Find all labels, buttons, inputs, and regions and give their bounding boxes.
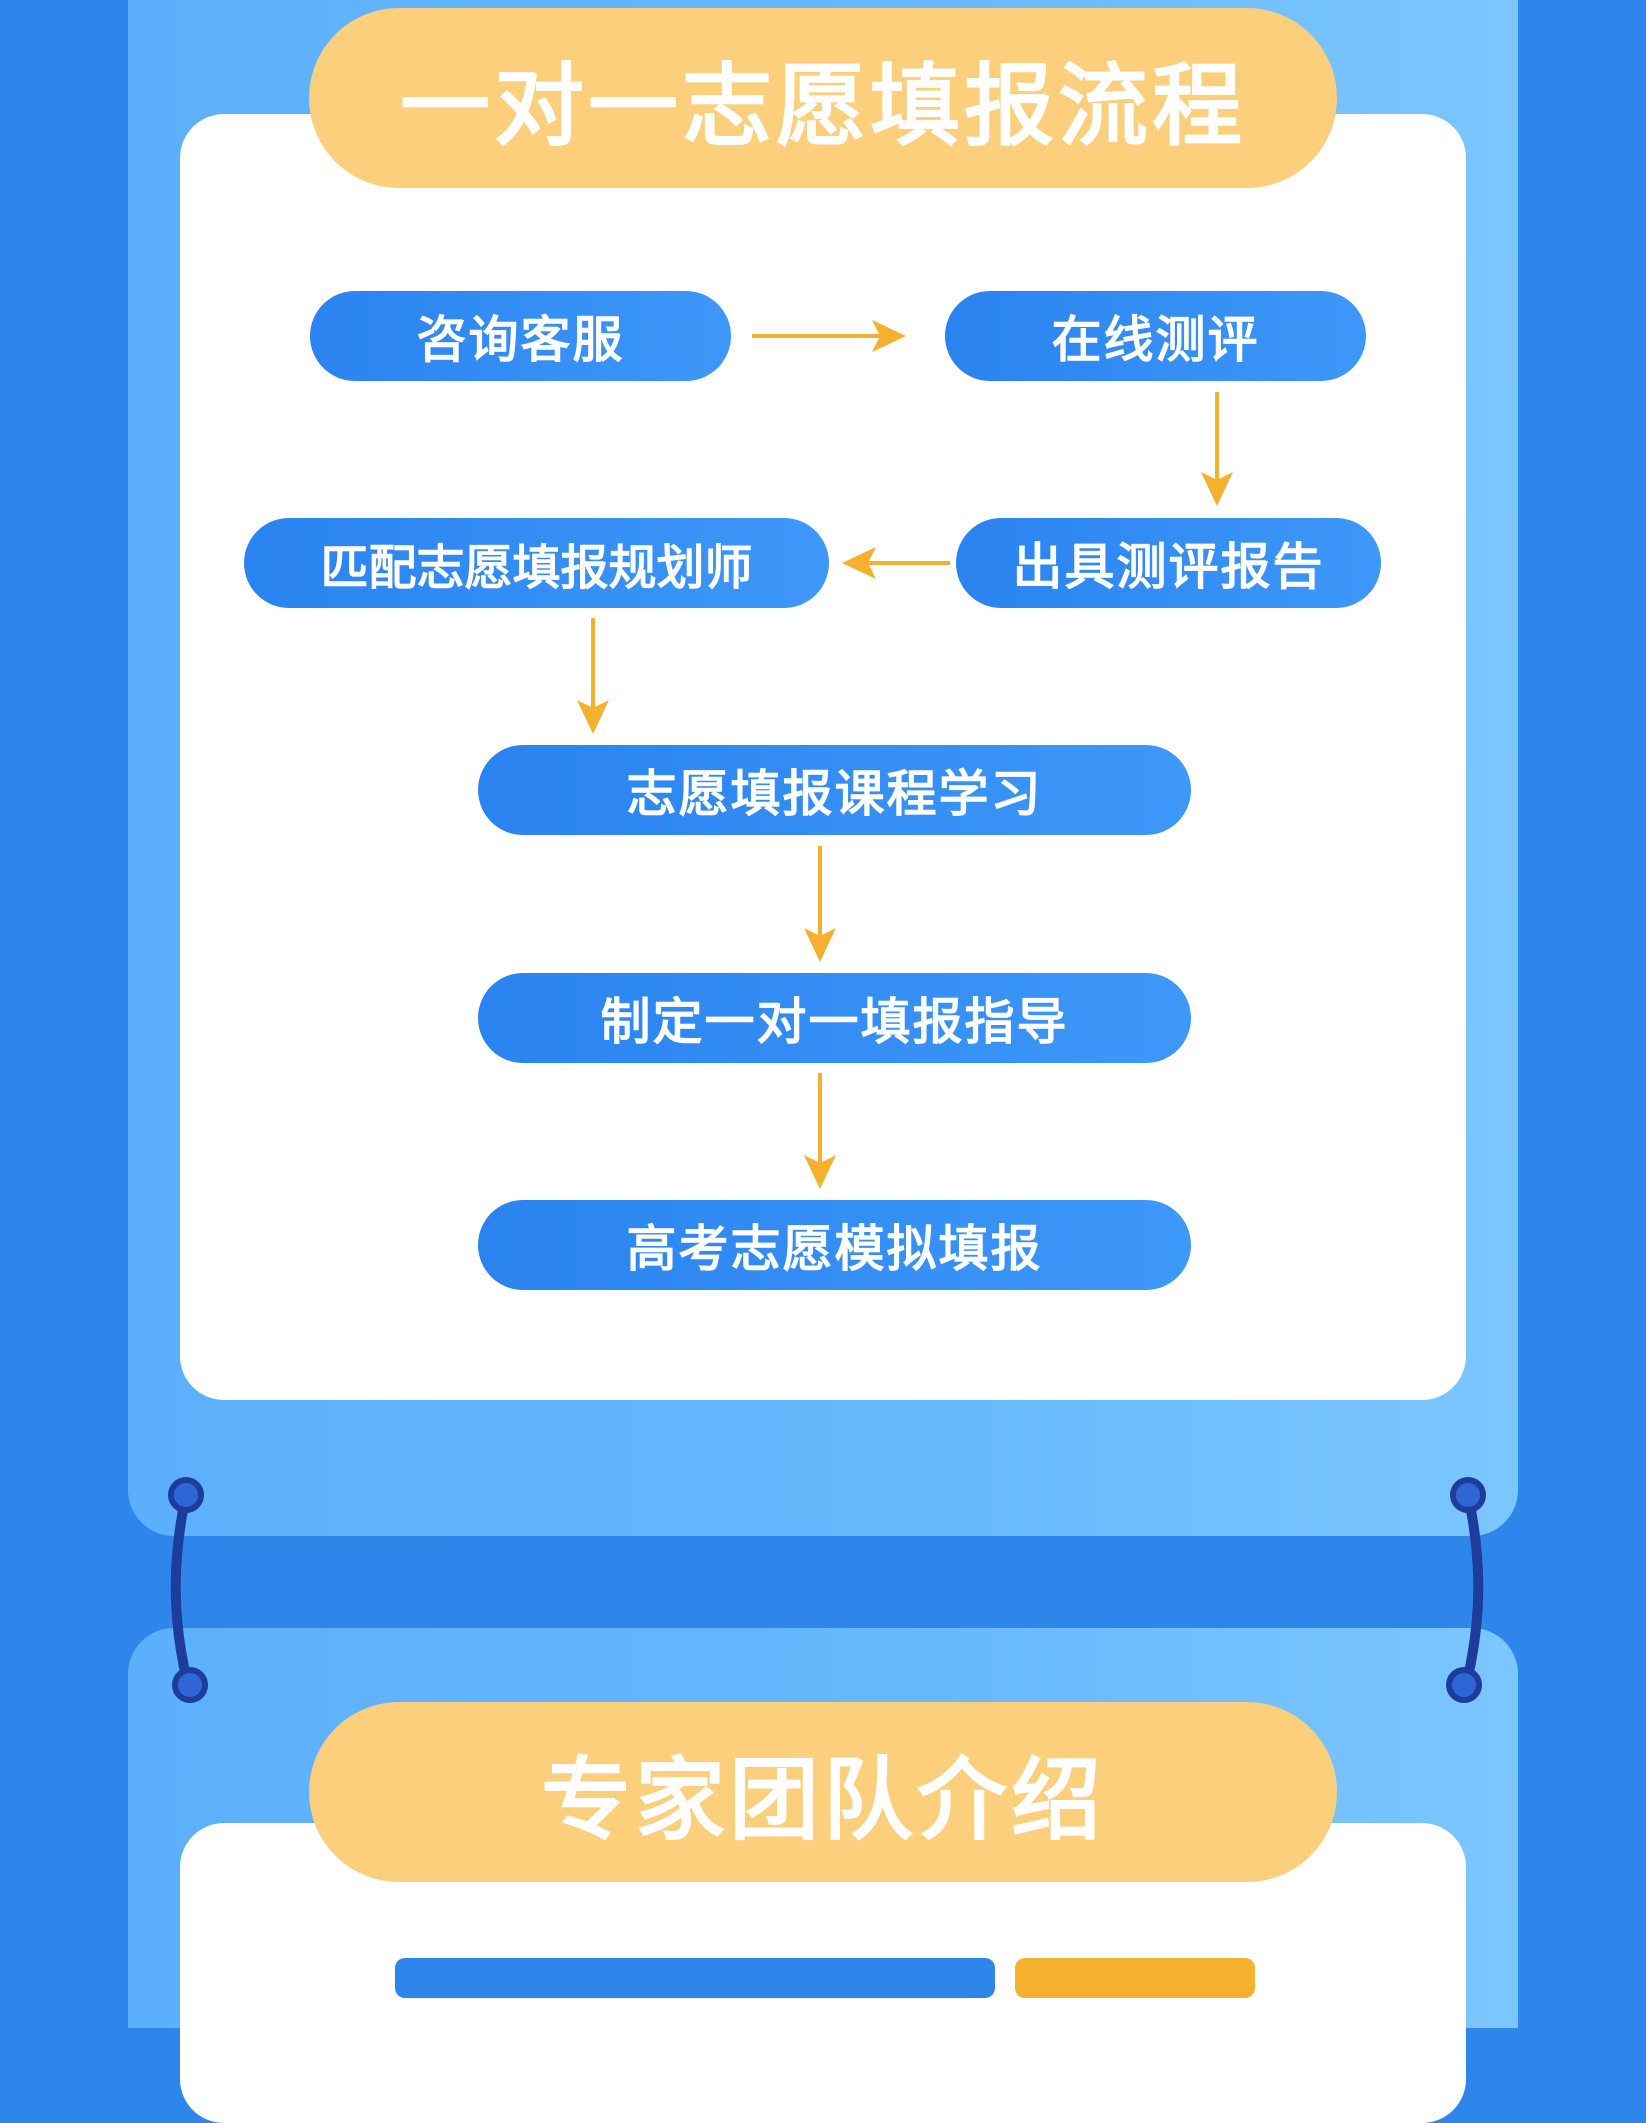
experts-title: 专家团队介绍 bbox=[309, 1702, 1337, 1882]
step-course-learning: 志愿填报课程学习 bbox=[478, 745, 1191, 835]
step-match-planner: 匹配志愿填报规划师 bbox=[244, 518, 829, 608]
process-title: 一对一志愿填报流程 bbox=[309, 8, 1337, 188]
step-assessment-report: 出具测评报告 bbox=[956, 518, 1381, 608]
cut-off-text-row bbox=[395, 1940, 1255, 2000]
step-consult-service: 咨询客服 bbox=[310, 291, 731, 381]
step-online-assessment: 在线测评 bbox=[945, 291, 1366, 381]
step-one-on-one-guidance: 制定一对一填报指导 bbox=[478, 973, 1191, 1063]
step-mock-application: 高考志愿模拟填报 bbox=[478, 1200, 1191, 1290]
